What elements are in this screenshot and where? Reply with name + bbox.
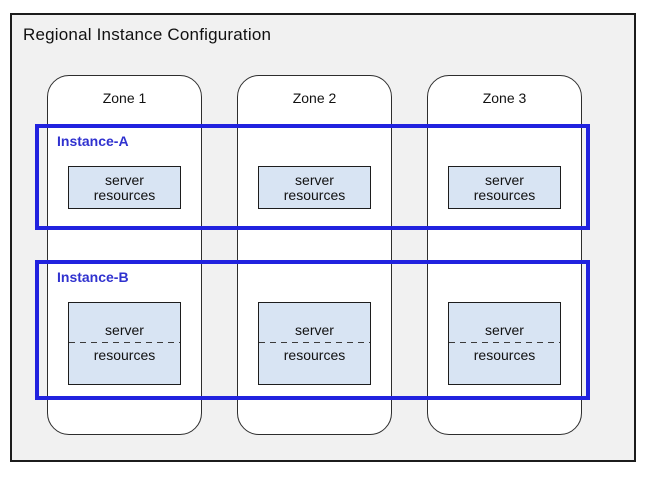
server-box-text-line1: server: [485, 322, 524, 338]
zone-2-label: Zone 2: [292, 90, 337, 106]
zone-3: Zone 3 server resources server resources: [427, 75, 582, 435]
instance-b-label: Instance-B: [57, 269, 129, 285]
server-box-text-line1: server: [105, 172, 144, 188]
server-box-text-line2: resources: [473, 347, 536, 363]
zone-2: Zone 2 server resources server resources: [237, 75, 392, 435]
dashed-divider: [259, 342, 370, 343]
server-box-text-line1: server: [485, 172, 524, 188]
zone-3-label: Zone 3: [482, 90, 527, 106]
server-box-text-line1: server: [295, 172, 334, 188]
instance-b-boundary: Instance-B: [35, 260, 590, 400]
server-box-text-line2: resources: [93, 347, 156, 363]
instance-a-label: Instance-A: [57, 133, 129, 149]
server-box-text-line2: resources: [283, 347, 346, 363]
region-box: Regional Instance Configuration Zone 1 s…: [10, 13, 636, 462]
server-box-text-line2: resources: [473, 187, 536, 203]
server-resources-box-instance-a-zone-1: server resources: [68, 166, 181, 209]
server-resources-box-instance-b-zone-3: server resources: [448, 302, 561, 385]
server-box-text-line1: server: [105, 322, 144, 338]
instance-a-boundary: Instance-A: [35, 124, 590, 230]
server-resources-box-instance-b-zone-1: server resources: [68, 302, 181, 385]
dashed-divider: [69, 342, 180, 343]
server-resources-box-instance-a-zone-3: server resources: [448, 166, 561, 209]
server-box-text-line2: resources: [283, 187, 346, 203]
zone-1: Zone 1 server resources server resources: [47, 75, 202, 435]
server-resources-box-instance-b-zone-2: server resources: [258, 302, 371, 385]
dashed-divider: [449, 342, 560, 343]
zone-1-label: Zone 1: [102, 90, 147, 106]
server-box-text-line1: server: [295, 322, 334, 338]
server-box-text-line2: resources: [93, 187, 156, 203]
diagram-title: Regional Instance Configuration: [23, 25, 272, 44]
server-resources-box-instance-a-zone-2: server resources: [258, 166, 371, 209]
